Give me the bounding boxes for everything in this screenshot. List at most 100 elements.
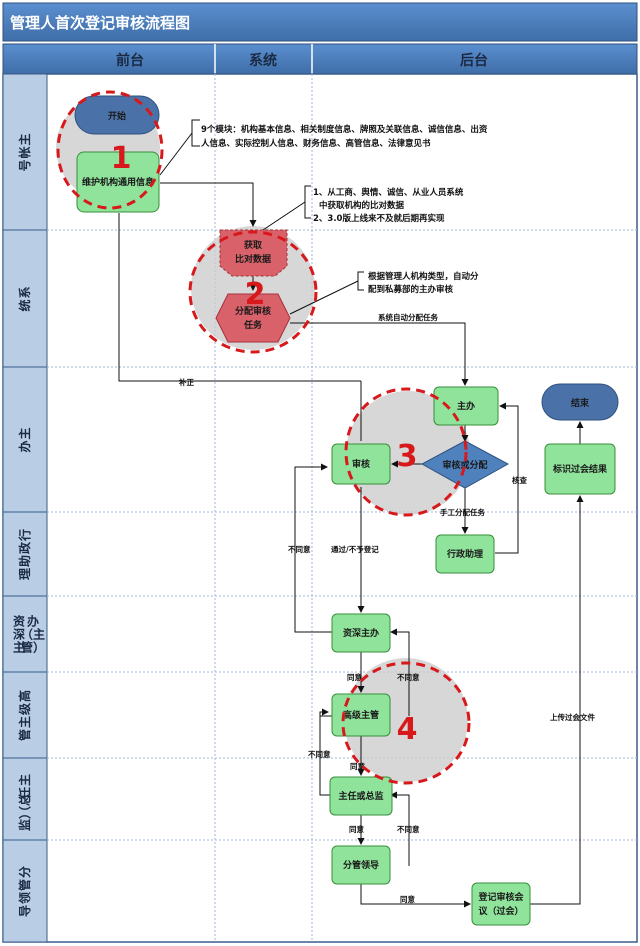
label-pass: 通过/不予登记 xyxy=(331,544,379,554)
row-label-main-account-char-1: 帐 xyxy=(17,146,32,158)
node-review: 审核 xyxy=(331,443,391,485)
node-senior-manager: 高级主管 xyxy=(331,693,391,737)
svg-text:行政助理: 行政助理 xyxy=(446,548,483,560)
svg-text:比对数据: 比对数据 xyxy=(235,253,271,265)
node-director: 主任或总监 xyxy=(329,776,393,816)
label-verify: 核查 xyxy=(512,475,527,485)
node-leader: 分管领导 xyxy=(331,845,391,885)
marker-number-3: 3 xyxy=(397,439,418,474)
svg-text:审核: 审核 xyxy=(352,458,370,470)
svg-text:标识过会结果: 标识过会结果 xyxy=(552,463,608,475)
label-upload: 上传过会文件 xyxy=(550,712,595,722)
svg-text:高级主管: 高级主管 xyxy=(343,709,379,721)
column-header-front: 前台 xyxy=(116,52,144,69)
node-maintain-info: 维护机构通用信息 xyxy=(76,151,160,213)
column-header-back: 后台 xyxy=(460,52,488,69)
label-supplement: 补正 xyxy=(178,377,194,387)
svg-text:审核或分配: 审核或分配 xyxy=(442,459,487,471)
svg-text:配到私募部的主办审核: 配到私募部的主办审核 xyxy=(368,284,454,295)
row-label-leader-char-3: 导 xyxy=(17,905,32,917)
label-agree-3: 同意 xyxy=(349,824,364,834)
label-disagree-3: 不同意 xyxy=(397,824,420,834)
node-review-or-assign: 审核或分配 xyxy=(420,440,510,489)
node-mark-result: 标识过会结果 xyxy=(544,443,616,495)
svg-text:主办: 主办 xyxy=(457,400,475,412)
label-disagree-review: 不同意 xyxy=(288,544,311,554)
marker-number-2: 2 xyxy=(245,277,266,312)
row-label-system-char-1: 统 xyxy=(17,299,32,311)
row-label-senior-manager-char-2: 主 xyxy=(17,716,32,728)
svg-text:获取: 获取 xyxy=(244,239,263,251)
row-label-column xyxy=(2,73,48,943)
title-bar xyxy=(2,2,638,42)
row-label-leader-char-2: 领 xyxy=(17,892,32,904)
svg-text:结束: 结束 xyxy=(571,397,590,409)
svg-text:议（过会）: 议（过会） xyxy=(478,905,523,917)
row-label-senior-manager-char-1: 级 xyxy=(17,703,32,715)
svg-text:1、从工商、舆情、诚信、从业人员系统: 1、从工商、舆情、诚信、从业人员系统 xyxy=(313,187,464,198)
svg-text:登记审核会: 登记审核会 xyxy=(477,891,524,903)
svg-text:任务: 任务 xyxy=(243,319,263,331)
row-label-senior-sponsor-char-2: 主 xyxy=(13,640,25,655)
label-disagree-2: 不同意 xyxy=(308,749,331,759)
row-label-director-char-0: 主 xyxy=(17,774,32,786)
svg-text:分管领导: 分管领导 xyxy=(343,859,379,871)
swimlane-body xyxy=(2,73,638,943)
node-sponsor: 主办 xyxy=(433,386,499,426)
column-header-system: 系统 xyxy=(249,52,277,69)
row-label-senior-manager-char-3: 管 xyxy=(17,729,32,741)
row-label-director-char-2: （总 xyxy=(17,794,32,818)
column-separators xyxy=(214,74,313,942)
row-label-senior-sponsor-char-5: 管） xyxy=(21,640,45,655)
svg-text:根据管理人机构类型，自动分: 根据管理人机构类型，自动分 xyxy=(368,271,479,282)
node-admin-assistant: 行政助理 xyxy=(435,534,495,574)
node-start: 开始 xyxy=(74,95,160,135)
row-label-senior-sponsor-char-1: 深 xyxy=(13,627,25,642)
row-label-leader-char-1: 管 xyxy=(17,879,32,891)
label-manual-assign: 手工分配任务 xyxy=(440,507,485,517)
row-label-admin-assistant-char-1: 政 xyxy=(17,541,32,554)
row-label-director-char-3: 监） xyxy=(17,807,32,831)
row-label-sponsor-char-0: 主 xyxy=(17,427,32,439)
label-agree-4: 同意 xyxy=(400,894,415,904)
marker-number-1: 1 xyxy=(111,141,132,176)
row-label-main-account-char-2: 号 xyxy=(17,159,32,171)
node-senior-sponsor: 资深主办 xyxy=(331,613,391,653)
svg-text:9个模块：机构基本信息、相关制度信息、牌照及关联信息、诚信信: 9个模块：机构基本信息、相关制度信息、牌照及关联信息、诚信信息、出资 xyxy=(201,124,488,135)
row-label-admin-assistant-char-3: 理 xyxy=(18,568,32,580)
row-label-leader-char-0: 分 xyxy=(17,866,32,878)
node-fetch-compare: 获取 比对数据 xyxy=(219,229,288,277)
row-label-admin-assistant-char-0: 行 xyxy=(17,529,32,542)
node-assign-task: 分配审核 任务 xyxy=(215,293,291,343)
label-auto-assign: 系统自动分配任务 xyxy=(378,312,438,322)
label-agree-1: 同意 xyxy=(347,672,362,682)
diagram-title: 管理人首次登记审核流程图 xyxy=(10,14,190,32)
row-label-senior-sponsor-char-4: （主 xyxy=(21,627,45,642)
svg-text:中获取机构的比对数据: 中获取机构的比对数据 xyxy=(319,200,405,211)
label-disagree-1: 不同意 xyxy=(397,672,420,682)
row-label-senior-sponsor-char-0: 资 xyxy=(13,614,25,629)
node-end: 结束 xyxy=(541,383,619,421)
row-label-director-char-1: 任 xyxy=(17,787,32,800)
label-agree-2: 同意 xyxy=(350,761,365,771)
svg-text:维护机构通用信息: 维护机构通用信息 xyxy=(82,176,154,188)
row-label-senior-manager-char-0: 高 xyxy=(17,690,32,702)
svg-text:人信息、实际控制人信息、财务信息、高管信息、法律意见书: 人信息、实际控制人信息、财务信息、高管信息、法律意见书 xyxy=(201,138,431,149)
note-callout-lines xyxy=(159,119,364,315)
edges xyxy=(118,182,584,908)
row-label-admin-assistant-char-2: 助 xyxy=(17,555,32,567)
note-assign-rule: 根据管理人机构类型，自动分 配到私募部的主办审核 xyxy=(368,271,479,295)
svg-text:分配审核: 分配审核 xyxy=(235,305,271,317)
row-label-senior-sponsor-char-3: 办 xyxy=(27,614,39,629)
svg-text:主任或总监: 主任或总监 xyxy=(338,790,383,802)
node-meeting: 登记审核会 议（过会） xyxy=(471,882,531,926)
marker-number-4: 4 xyxy=(397,712,418,747)
svg-text:2、3.0版上线来不及就后期再实现: 2、3.0版上线来不及就后期再实现 xyxy=(313,213,445,224)
svg-text:开始: 开始 xyxy=(108,110,126,122)
note-modules: 9个模块：机构基本信息、相关制度信息、牌照及关联信息、诚信信息、出资 人信息、实… xyxy=(201,124,488,149)
row-label-system-char-0: 系 xyxy=(17,286,32,298)
edge-labels: 系统自动分配任务 补正 手工分配任务 核查 不同意 通过/不予登记 同意 不同意… xyxy=(178,312,595,904)
note-compare-data: 1、从工商、舆情、诚信、从业人员系统 中获取机构的比对数据 2、3.0版上线来不… xyxy=(313,187,464,224)
